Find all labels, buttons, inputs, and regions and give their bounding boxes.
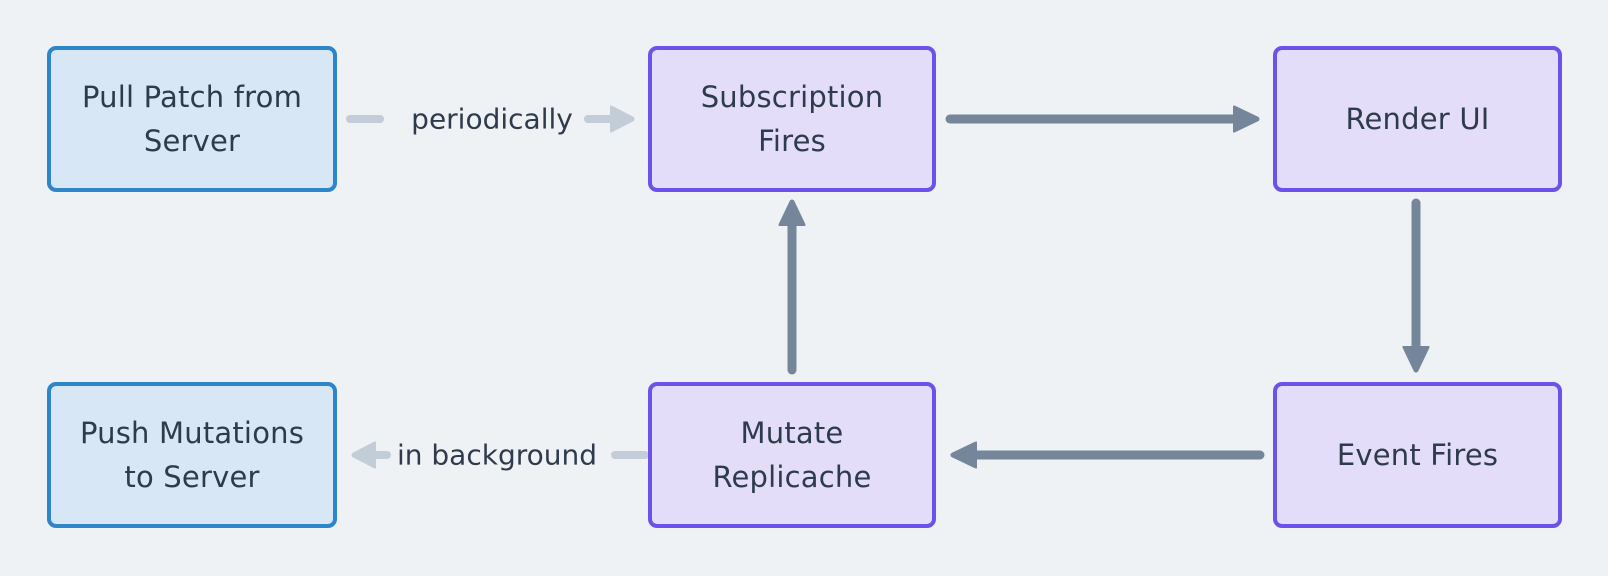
node-label: Subscription (700, 80, 884, 114)
node-render-ui: Render UI (1273, 46, 1562, 192)
node-label: Mutate (740, 416, 844, 450)
node-label: Render UI (1345, 102, 1490, 136)
node-label: Server (143, 124, 241, 158)
edge-label-periodically: periodically (411, 102, 573, 136)
edge-label-in-background: in background (396, 438, 598, 472)
node-subscription-fires: Subscription Fires (648, 46, 936, 192)
node-label: Fires (758, 124, 826, 158)
node-label: Event Fires (1336, 438, 1499, 472)
node-label: Pull Patch from (81, 80, 303, 114)
node-pull-patch-from-server: Pull Patch from Server (47, 46, 337, 192)
node-label: Push Mutations (79, 416, 305, 450)
node-label: Replicache (712, 460, 872, 494)
node-event-fires: Event Fires (1273, 382, 1562, 528)
node-mutate-replicache: Mutate Replicache (648, 382, 936, 528)
node-label: to Server (124, 460, 260, 494)
node-push-mutations-to-server: Push Mutations to Server (47, 382, 337, 528)
